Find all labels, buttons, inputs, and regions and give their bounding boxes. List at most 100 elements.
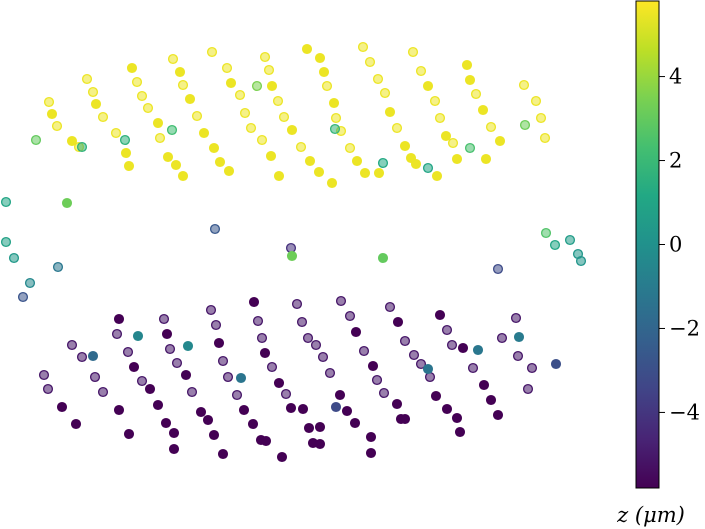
colorbar-gradient (635, 0, 660, 489)
colorbar-label: z (μm) (616, 503, 685, 527)
lower-layer-point (317, 351, 329, 363)
upper-layer-point (123, 160, 135, 172)
lower-layer-point (161, 328, 173, 340)
lower-layer-point (513, 331, 525, 343)
lower-layer-point (66, 339, 78, 351)
middle-point (0, 196, 12, 208)
lower-layer-point (56, 401, 68, 413)
lower-layer-point (248, 296, 260, 308)
upper-layer-point (221, 62, 233, 74)
lower-layer-point (231, 389, 243, 401)
lower-layer-point (87, 350, 99, 362)
lower-layer-point (256, 332, 268, 344)
lower-layer-point (76, 351, 88, 363)
lower-layer-point (408, 349, 420, 361)
upper-layer-point (208, 142, 220, 154)
upper-layer-point (76, 141, 88, 153)
upper-layer-point (174, 66, 186, 78)
middle-point (24, 277, 36, 289)
upper-layer-point (330, 112, 342, 124)
upper-layer-point (90, 98, 102, 110)
lower-layer-point (512, 350, 524, 362)
lower-layer-point (303, 422, 315, 434)
lower-layer-point (180, 369, 192, 381)
lower-layer-point (276, 451, 288, 463)
upper-layer-point (314, 52, 326, 64)
middle-point (564, 234, 576, 246)
lower-layer-point (132, 330, 144, 342)
lower-layer-point (186, 386, 198, 398)
upper-layer-point (391, 122, 403, 134)
lower-layer-point (510, 312, 522, 324)
upper-layer-point (131, 76, 143, 88)
lower-layer-point (128, 361, 140, 373)
upper-layer-point (461, 59, 473, 71)
middle-point (540, 227, 552, 239)
lower-layer-point (415, 358, 427, 370)
upper-layer-point (87, 86, 99, 98)
upper-layer-point (166, 124, 178, 136)
colorbar: 420−2−4 z (μm) (616, 0, 700, 527)
lower-layer-point (164, 343, 176, 355)
lower-layer-point (430, 390, 442, 402)
upper-layer-point (429, 95, 441, 107)
upper-layer-point (263, 64, 275, 76)
lower-layer-point (97, 386, 109, 398)
lower-layer-point (441, 324, 453, 336)
lower-layer-point (168, 427, 180, 439)
upper-layer-point (480, 153, 492, 165)
upper-layer-point (535, 112, 547, 124)
upper-layer-point (66, 135, 78, 147)
colorbar-tick-label: 0 (669, 233, 682, 257)
middle-point (377, 252, 389, 264)
upper-layer-point (43, 96, 55, 108)
upper-layer-point (447, 137, 459, 149)
lower-layer-point (238, 404, 250, 416)
upper-layer-point (434, 112, 446, 124)
middle-point (286, 250, 298, 262)
lower-layer-point (367, 360, 379, 372)
upper-layer-point (97, 111, 109, 123)
lower-layer-point (259, 347, 271, 359)
lower-layer-point (285, 402, 297, 414)
upper-layer-point (384, 106, 396, 118)
upper-layer-point (410, 158, 422, 170)
upper-layer-point (46, 108, 58, 120)
upper-layer-point (167, 53, 179, 65)
upper-layer-point (154, 132, 166, 144)
upper-layer-point (539, 132, 551, 144)
upper-layer-point (399, 140, 411, 152)
lower-layer-point (158, 313, 170, 325)
lower-layer-point (202, 414, 214, 426)
upper-layer-point (415, 65, 427, 77)
middle-point (17, 291, 29, 303)
lower-layer-point (302, 332, 314, 344)
upper-layer-point (530, 95, 542, 107)
upper-layer-point (318, 66, 330, 78)
lower-layer-point (182, 340, 194, 352)
colorbar-tick-label: −4 (669, 400, 700, 424)
upper-layer-point (225, 77, 237, 89)
upper-layer-point (494, 135, 506, 147)
upper-layer-point (265, 150, 277, 162)
lower-layer-point (273, 377, 285, 389)
upper-layer-point (379, 87, 391, 99)
middle-point (0, 236, 12, 248)
lower-layer-point (42, 383, 54, 395)
upper-layer-point (431, 170, 443, 182)
lower-layer-point (291, 298, 303, 310)
lower-layer-point (399, 335, 411, 347)
upper-layer-point (301, 43, 313, 55)
upper-layer-point (464, 142, 476, 154)
lower-layer-point (472, 344, 484, 356)
lower-layer-point (168, 443, 180, 455)
colorbar-ticks: 420−2−4 (659, 65, 700, 424)
lower-layer-point (122, 346, 134, 358)
lower-layer-point (365, 431, 377, 443)
upper-layer-point (422, 162, 434, 174)
upper-layer-point (239, 107, 251, 119)
middle-point (8, 252, 20, 264)
upper-layer-point (256, 134, 268, 146)
lower-layer-point (454, 426, 466, 438)
